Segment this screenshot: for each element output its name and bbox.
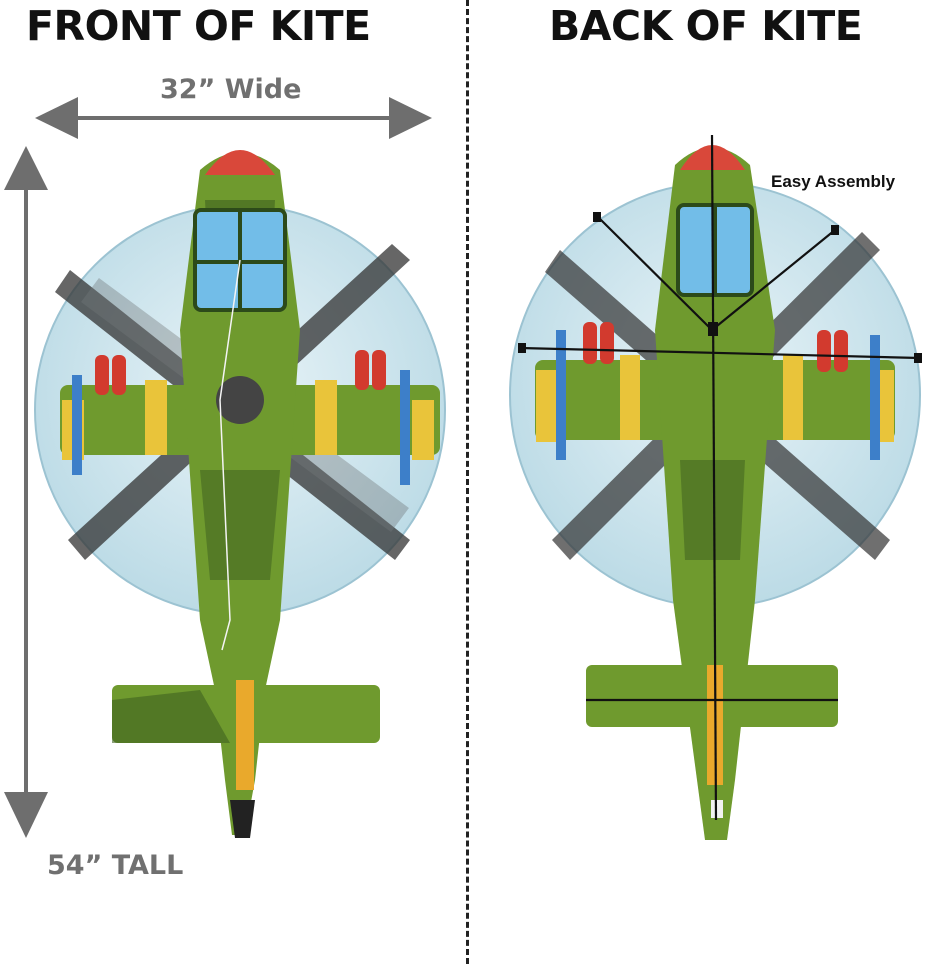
easy-assembly-label: Easy Assembly <box>771 172 896 191</box>
rotor-hub <box>216 376 264 424</box>
center-divider <box>466 0 469 964</box>
nose-cone <box>205 150 275 175</box>
kite-frame-spars <box>519 134 921 821</box>
back-of-kite-heading: BACK OF KITE <box>549 2 863 50</box>
width-dimension-label: 32” Wide <box>160 74 302 105</box>
front-of-kite-heading: FRONT OF KITE <box>26 2 371 50</box>
height-dimension-label: 54” TALL <box>47 850 184 881</box>
